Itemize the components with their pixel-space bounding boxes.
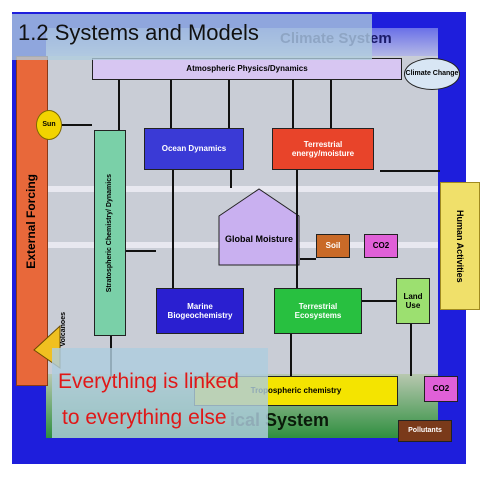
ocean-dynamics-box: Ocean Dynamics xyxy=(144,128,244,170)
terrestrial-energy-label: Terrestrial energy/moisture xyxy=(291,139,355,158)
human-activities-panel: Human Activities xyxy=(440,182,480,310)
tropospheric-chemistry-label: Tropospheric chemistry xyxy=(250,386,342,396)
pollutants-label: Pollutants xyxy=(408,426,442,434)
soil-box: Soil xyxy=(316,234,350,258)
caption-line-2: to everything else xyxy=(62,406,227,429)
connector-arrow xyxy=(230,170,232,188)
pollutants-box: Pollutants xyxy=(398,420,452,442)
title-overlay xyxy=(12,14,372,60)
atmospheric-physics-box: Atmospheric Physics/Dynamics xyxy=(92,58,402,80)
connector-arrow xyxy=(62,124,92,126)
connector-arrow xyxy=(296,170,298,288)
connector-arrow xyxy=(170,80,172,128)
atmospheric-physics-label: Atmospheric Physics/Dynamics xyxy=(186,64,308,74)
connector-arrow xyxy=(292,80,294,128)
connector-arrow xyxy=(126,250,156,252)
co2-bottom-box: CO2 xyxy=(424,376,458,402)
land-use-label: Land Use xyxy=(403,291,423,310)
co2-bottom-label: CO2 xyxy=(432,384,450,394)
caption-line-1: Everything is linked xyxy=(58,370,239,393)
connector-arrow xyxy=(380,170,440,172)
marine-biogeochemistry-label: Marine Biogeochemistry xyxy=(167,301,233,320)
sun-node: Sun xyxy=(36,110,62,140)
marine-biogeochemistry-box: Marine Biogeochemistry xyxy=(156,288,244,334)
terrestrial-ecosystems-box: Terrestrial Ecosystems xyxy=(274,288,362,334)
climate-change-node: Climate Change xyxy=(404,58,460,90)
connector-arrow xyxy=(228,80,230,128)
connector-arrow xyxy=(330,80,332,128)
soil-label: Soil xyxy=(325,241,341,251)
global-moisture-label: Global Moisture xyxy=(224,233,293,244)
human-activities-label: Human Activities xyxy=(455,209,466,283)
connector-arrow xyxy=(290,334,292,376)
connector-arrow xyxy=(118,80,120,130)
stratospheric-chemistry-box: Stratospheric Chemistry/ Dynamics xyxy=(94,130,126,336)
slide-title: 1.2 Systems and Models xyxy=(18,20,259,45)
volcanoes-label: Volcanoes xyxy=(60,312,67,347)
land-use-box: Land Use xyxy=(396,278,430,324)
global-moisture-shape xyxy=(218,188,300,266)
sun-label: Sun xyxy=(42,120,56,128)
external-forcing-label: External Forcing xyxy=(24,173,39,269)
divider-bar xyxy=(46,186,438,192)
terrestrial-energy-box: Terrestrial energy/moisture xyxy=(272,128,374,170)
co2-top-label: CO2 xyxy=(372,241,390,251)
terrestrial-ecosystems-label: Terrestrial Ecosystems xyxy=(294,301,342,320)
connector-arrow xyxy=(410,324,412,376)
connector-arrow xyxy=(172,170,174,288)
stratospheric-chemistry-label: Stratospheric Chemistry/ Dynamics xyxy=(105,173,113,293)
connector-arrow xyxy=(300,258,316,260)
global-moisture-node: Global Moisture xyxy=(222,218,296,260)
caption-overlay xyxy=(52,348,268,438)
co2-top-box: CO2 xyxy=(364,234,398,258)
connector-arrow xyxy=(362,300,396,302)
ocean-dynamics-label: Ocean Dynamics xyxy=(161,144,227,154)
climate-change-label: Climate Change xyxy=(405,69,459,77)
